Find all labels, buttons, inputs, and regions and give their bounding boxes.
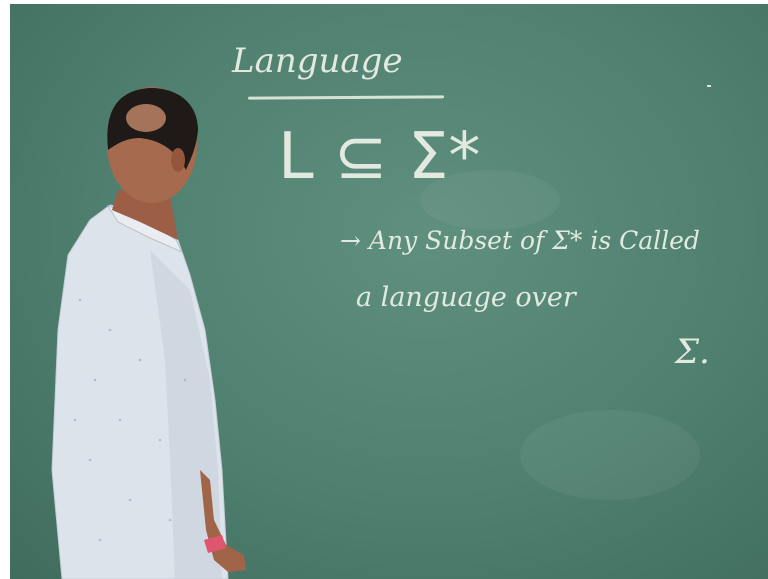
chalk-smudge bbox=[520, 410, 700, 500]
board-title: Language bbox=[232, 41, 403, 81]
definition-line-1: → Any Subset of Σ* is Called bbox=[340, 226, 700, 255]
chalk-smudge bbox=[420, 170, 560, 230]
definition-line-3: Σ. bbox=[675, 332, 710, 372]
definition-line-2: a language over bbox=[356, 282, 576, 313]
subset-formula: L ⊆ Σ* bbox=[278, 120, 481, 194]
chalk-dot bbox=[707, 85, 711, 87]
